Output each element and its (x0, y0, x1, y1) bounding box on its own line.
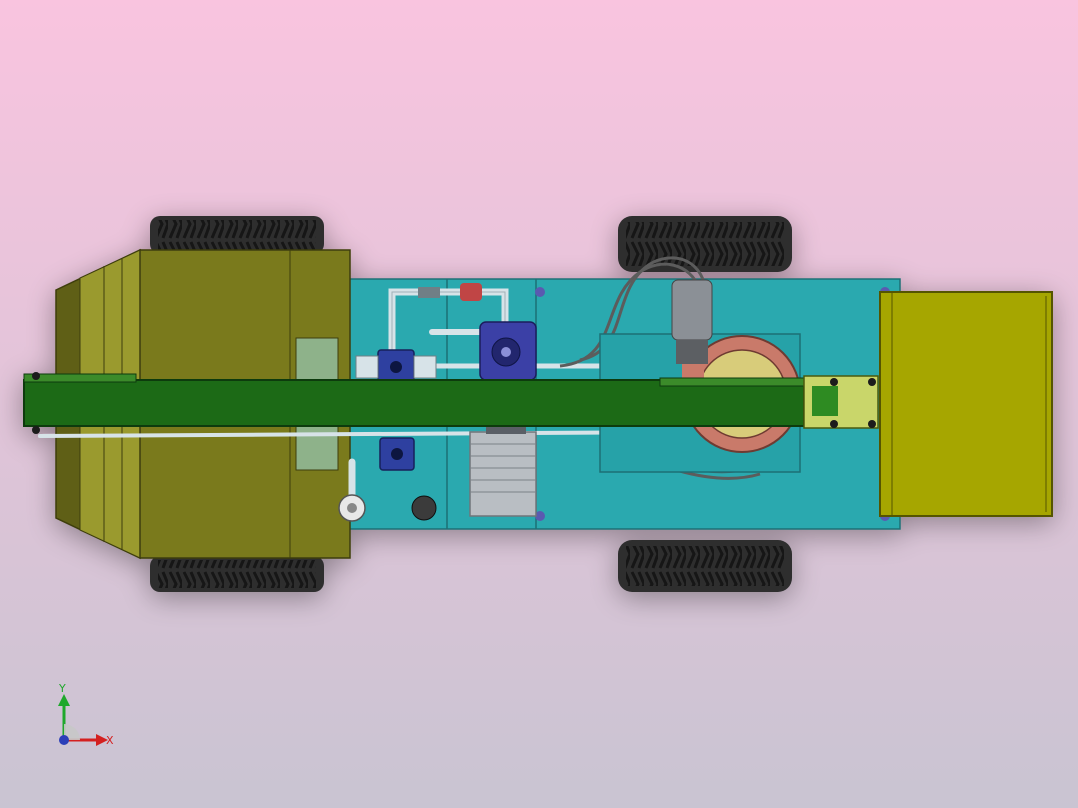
hydraulic-pump (479, 321, 537, 381)
pressure-gauge (338, 494, 366, 522)
electric-motor (469, 418, 537, 517)
wheel-front-right (618, 540, 792, 592)
triad-y-label: Y (58, 682, 66, 695)
coordinate-triad: Y X (58, 682, 114, 747)
bucket (879, 291, 1053, 517)
triad-rotation-arc (64, 724, 80, 740)
directional-valve-upper (355, 349, 437, 385)
triad-z-axis (59, 735, 69, 745)
triad-x-label: X (106, 734, 114, 747)
directional-valve-lower (379, 437, 415, 471)
rotary-actuator (671, 279, 713, 384)
boom-arm (23, 372, 879, 434)
fill-cap (411, 495, 437, 521)
filter-element (460, 283, 482, 301)
wheel-rear-right (150, 556, 324, 592)
wheel-rear-left (150, 216, 324, 254)
wheel-front-left (618, 216, 792, 272)
inline-fitting (418, 287, 440, 298)
